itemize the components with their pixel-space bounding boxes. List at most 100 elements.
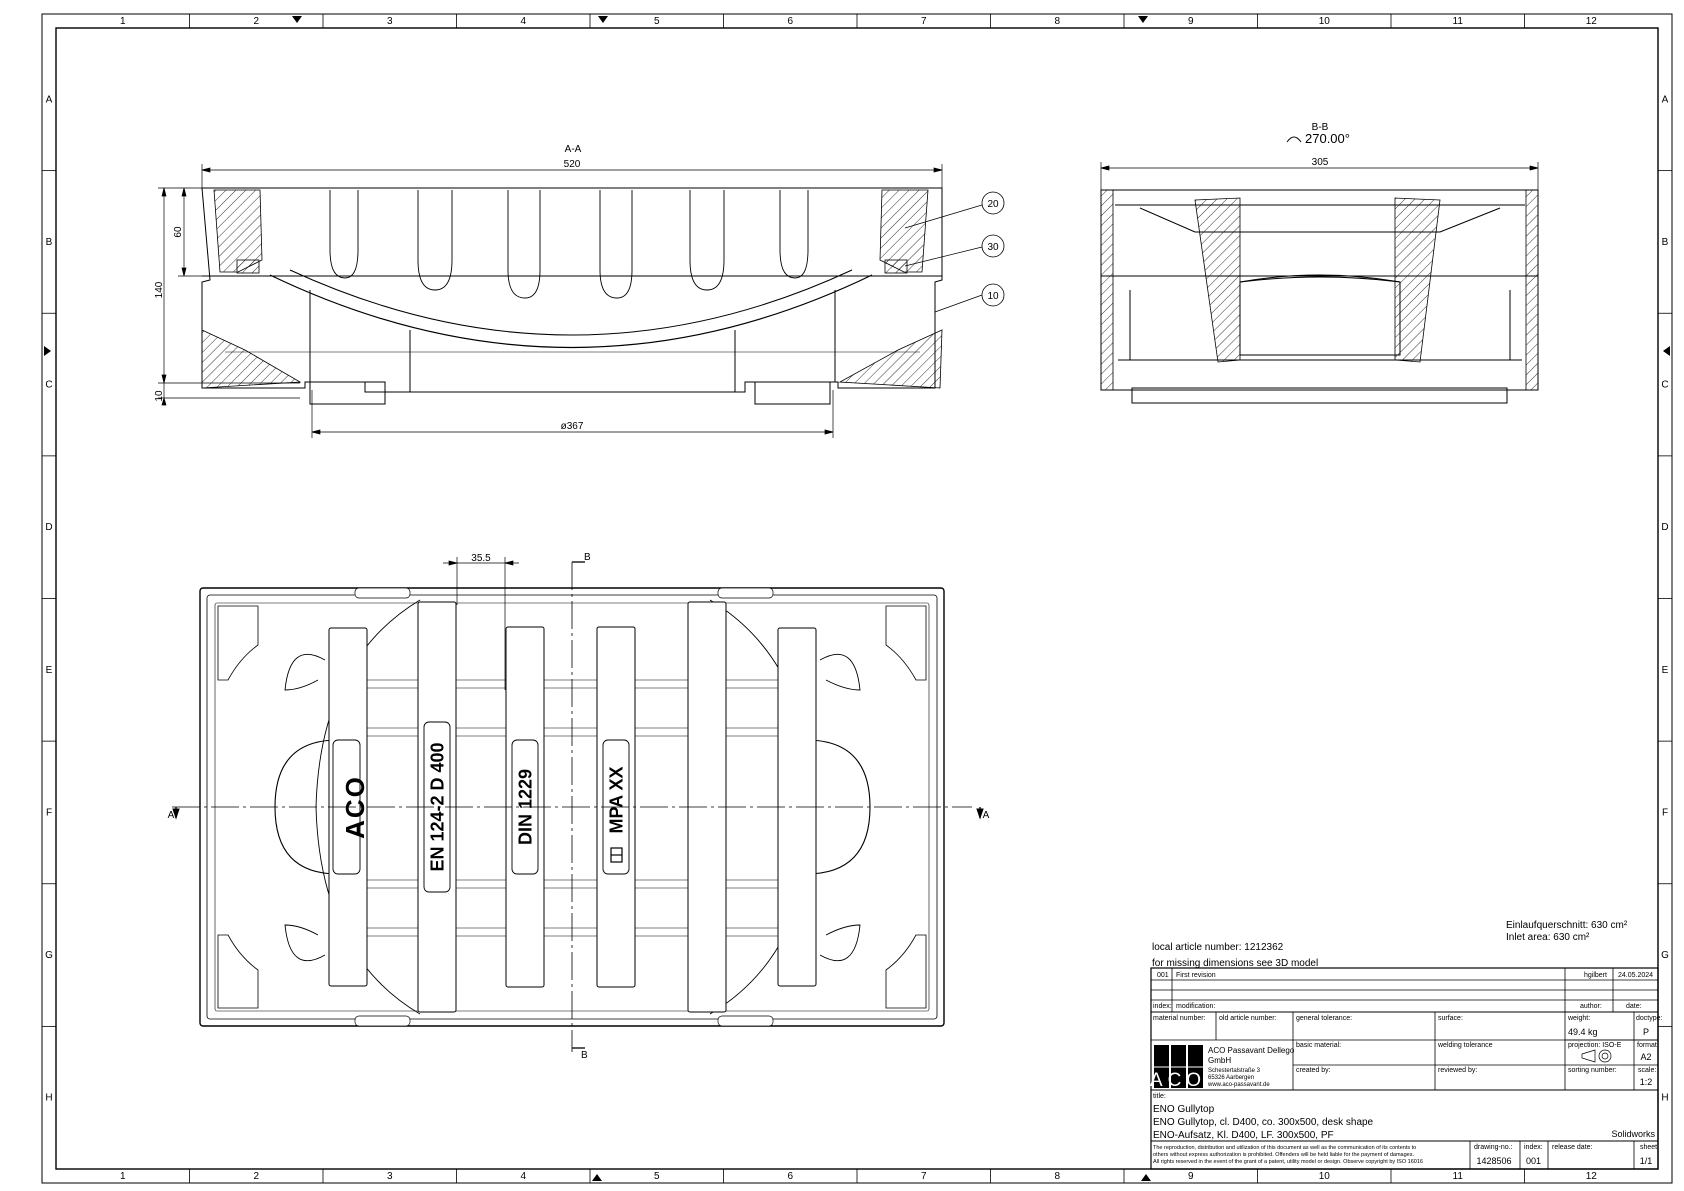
zone-row-H-left: H (45, 1093, 52, 1104)
svg-text:ENO Gullytop, cl. D400, co. 30: ENO Gullytop, cl. D400, co. 300x500, des… (1153, 1117, 1374, 1128)
dimension-60-label: 60 (173, 226, 184, 238)
dimension-305 (1100, 162, 1539, 190)
svg-text:All rights reserved in the eve: All rights reserved in the event of the … (1153, 1159, 1423, 1165)
balloon-20: 20 (981, 191, 1005, 215)
material-number-label: material number: (1153, 1015, 1206, 1022)
weight-label: weight: (1567, 1015, 1590, 1022)
general-tolerance-label: general tolerance: (1296, 1015, 1352, 1022)
note-missing-dims: for missing dimensions see 3D model (1152, 958, 1318, 969)
old-article-label: old article number: (1219, 1015, 1277, 1022)
zone-col-5-top: 5 (654, 16, 660, 27)
plan-view: 35.5 (168, 552, 990, 1061)
zone-col-8-bottom: 8 (1054, 1171, 1060, 1182)
format-value: A2 (1640, 1052, 1651, 1062)
dimension-35-5-label: 35.5 (471, 553, 491, 564)
projection-symbol-icon (1581, 1049, 1612, 1063)
cut-a-left: A (168, 810, 175, 821)
section-a-a-hatch (201, 189, 943, 389)
doctype-label: doctype: (1636, 1015, 1663, 1022)
rev-modification: First revision (1176, 972, 1216, 979)
balloon-10: 10 (981, 283, 1005, 307)
zone-row-E-right: E (1662, 665, 1669, 676)
centering-marks (44, 16, 1670, 1181)
legal-notice: The reproduction, distribution and utili… (1153, 1145, 1423, 1165)
aco-logo-text: ACO (1150, 1070, 1206, 1091)
section-a-a-body (201, 187, 943, 405)
index-label: index: (1153, 1003, 1172, 1010)
zone-col-3-bottom: 3 (387, 1171, 393, 1182)
drawing-no-label: drawing-no.: (1474, 1144, 1513, 1151)
title-block: 001 First revision hgilbert 24.05.2024 i… (1150, 967, 1663, 1170)
zone-col-12-bottom: 12 (1586, 1171, 1598, 1182)
section-a-a-title: A-A (565, 144, 582, 155)
dimension-520 (201, 164, 943, 190)
frame-slots (354, 587, 774, 1027)
dimension-305-label: 305 (1312, 157, 1329, 168)
dimension-140-label: 140 (154, 281, 165, 298)
note-inlet-en: Inlet area: 630 cm² (1506, 932, 1590, 943)
zone-col-12-top: 12 (1586, 16, 1598, 27)
zone-row-D-right: D (1661, 522, 1668, 533)
projection-label: projection: ISO-E (1568, 1042, 1622, 1049)
svg-text:20: 20 (987, 199, 999, 210)
zone-col-3-top: 3 (387, 16, 393, 27)
doctype-value: P (1643, 1027, 1649, 1037)
zone-col-2-top: 2 (253, 16, 259, 27)
svg-text:Schestertalstraße 3: Schestertalstraße 3 (1208, 1068, 1261, 1074)
format-label: format: (1637, 1042, 1659, 1049)
zone-row-C-right: C (1661, 380, 1668, 391)
zone-row-A-left: A (46, 94, 53, 105)
scale-value: 1:2 (1640, 1077, 1653, 1087)
zone-col-11-bottom: 11 (1453, 1171, 1464, 1182)
svg-text:65326 Aarbergen: 65326 Aarbergen (1208, 1075, 1254, 1081)
svg-text:GmbH: GmbH (1208, 1056, 1231, 1065)
drawing-no-value: 1428506 (1476, 1156, 1511, 1166)
svg-text:ENO-Aufsatz, Kl. D400, LF. 300: ENO-Aufsatz, Kl. D400, LF. 300x500, PF (1153, 1130, 1334, 1141)
date-label: date: (1626, 1003, 1642, 1010)
grate-ribs (329, 190, 809, 299)
svg-text:ACO Passavant Dellego: ACO Passavant Dellego (1208, 1046, 1295, 1055)
zone-col-4-top: 4 (520, 16, 526, 27)
marking-en124: EN 124-2 D 400 (427, 742, 447, 871)
svg-text:10: 10 (987, 291, 999, 302)
author-label: author: (1580, 1003, 1602, 1010)
zone-col-6-bottom: 6 (787, 1171, 793, 1182)
dimension-520-label: 520 (564, 159, 581, 170)
cut-line-b (571, 561, 585, 1052)
zone-col-11-top: 11 (1453, 16, 1464, 27)
corner-lugs (217, 605, 927, 1009)
software: Solidworks (1611, 1129, 1655, 1139)
section-b-b-hatch (1100, 189, 1539, 391)
aco-logo: ACO (1150, 1045, 1206, 1091)
zone-col-2-bottom: 2 (253, 1171, 259, 1182)
note-inlet-de: Einlaufquerschnitt: 630 cm² (1506, 920, 1628, 931)
svg-text:The reproduction, distribution: The reproduction, distribution and utili… (1153, 1145, 1416, 1151)
cut-a-right: A (983, 810, 990, 821)
balloon-30: 30 (981, 234, 1005, 258)
rev-date: 24.05.2024 (1618, 972, 1653, 979)
cut-line-a (172, 806, 984, 820)
zone-col-4-bottom: 4 (520, 1171, 526, 1182)
zone-grid (42, 14, 1672, 1183)
zone-col-1-bottom: 1 (120, 1171, 126, 1182)
section-b-b-body (1100, 189, 1539, 404)
modification-label: modification: (1176, 1003, 1215, 1010)
zone-col-10-bottom: 10 (1319, 1171, 1331, 1182)
basic-material-label: basic material: (1296, 1042, 1341, 1049)
rev-index: 001 (1157, 972, 1169, 979)
dimension-367 (311, 390, 834, 438)
zone-row-E-left: E (46, 665, 53, 676)
notes: Einlaufquerschnitt: 630 cm² Inlet area: … (1152, 920, 1628, 969)
zone-col-10-top: 10 (1319, 16, 1331, 27)
svg-text:www.aco-passavant.de: www.aco-passavant.de (1207, 1082, 1270, 1088)
reviewed-by-label: reviewed by: (1438, 1067, 1477, 1074)
zone-col-9-top: 9 (1188, 16, 1194, 27)
cut-b-bottom: B (581, 1050, 588, 1061)
zone-row-G-left: G (45, 950, 53, 961)
company-address: ACO Passavant Dellego GmbH Schestertalst… (1207, 1046, 1295, 1088)
zone-col-7-bottom: 7 (921, 1171, 927, 1182)
svg-text:others without express authori: others without express authorization is … (1153, 1152, 1414, 1158)
release-date-label: release date: (1552, 1144, 1593, 1151)
rev-author: hgilbert (1584, 972, 1607, 979)
